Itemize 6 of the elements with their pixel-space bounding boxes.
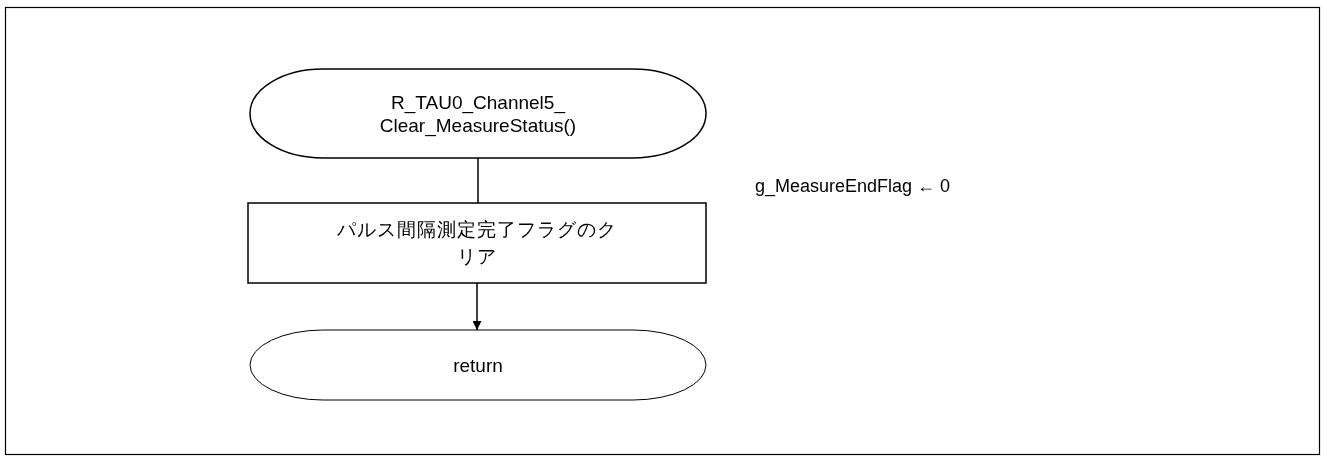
connector-line <box>477 157 479 204</box>
process-label: パルス間隔測定完了フラグのクリア <box>336 217 618 269</box>
arrow <box>472 282 482 331</box>
terminal-label: return <box>453 353 503 377</box>
terminal-label: R_TAU0_Channel5_ Clear_MeasureStatus() <box>378 90 578 137</box>
annotation-text: g_MeasureEndFlag ← 0 <box>755 176 951 197</box>
